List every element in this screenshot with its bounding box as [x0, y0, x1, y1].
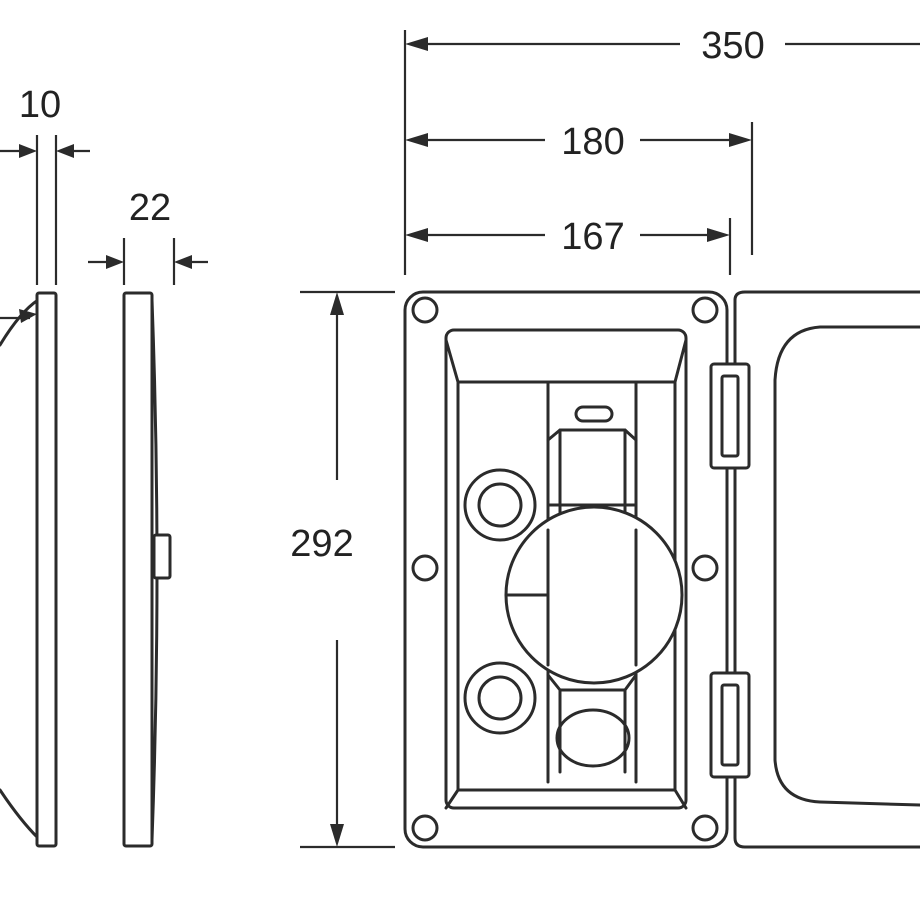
- mounting-hole: [411, 814, 439, 842]
- side-view-thin: 10: [0, 84, 90, 848]
- dimension-thickness-label: 10: [19, 84, 61, 126]
- mounting-hole: [411, 296, 439, 324]
- dimension-panel-width-label: 180: [561, 121, 624, 163]
- front-view: [403, 290, 920, 849]
- dimension-depth-label: 22: [129, 187, 171, 229]
- mounting-hole: [411, 554, 439, 582]
- dimension-height-label: 292: [290, 523, 353, 565]
- dimension-recess-width-label: 167: [561, 216, 624, 258]
- dimension-overall-width-label: 350: [701, 25, 764, 67]
- hinge: [709, 671, 751, 779]
- hinge: [709, 362, 751, 470]
- side-view-depth: 22: [88, 187, 208, 848]
- mounting-hole: [691, 814, 719, 842]
- boss-ring: [463, 468, 537, 542]
- mounting-hole: [691, 296, 719, 324]
- boss-ring: [463, 661, 537, 735]
- mounting-hole: [691, 554, 719, 582]
- front-dimensions: 350 180 167 292: [290, 25, 920, 849]
